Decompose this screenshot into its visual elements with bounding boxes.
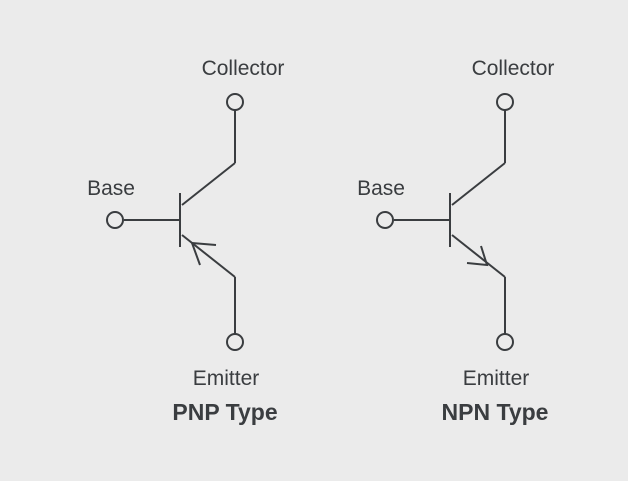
npn-collector-diagonal [451,162,506,206]
npn-collector-terminal [496,93,514,111]
pnp-collector-label: Collector [202,57,285,80]
pnp-type-title: PNP Type [172,399,277,425]
npn-emitter-diagonal [451,234,506,278]
npn-emitter-terminal [496,333,514,351]
pnp-base-label: Base [87,177,135,200]
npn-collector-label: Collector [472,57,555,80]
pnp-collector-diagonal [181,162,236,206]
pnp-base-terminal [106,211,124,229]
npn-emitter-arrow-icon [466,245,489,267]
pnp-emitter-label: Emitter [193,367,260,390]
pnp-emitter-terminal [226,333,244,351]
npn-base-terminal [376,211,394,229]
pnp-emitter-diagonal [181,234,236,278]
pnp-transistor-symbol: Collector Base Emitter PNP Type [87,57,284,425]
npn-type-title: NPN Type [442,399,549,425]
npn-transistor-symbol: Collector Base Emitter NPN Type [357,57,554,425]
pnp-emitter-arrow-icon [190,241,217,266]
npn-base-label: Base [357,177,405,200]
pnp-collector-terminal [226,93,244,111]
npn-emitter-label: Emitter [463,367,530,390]
